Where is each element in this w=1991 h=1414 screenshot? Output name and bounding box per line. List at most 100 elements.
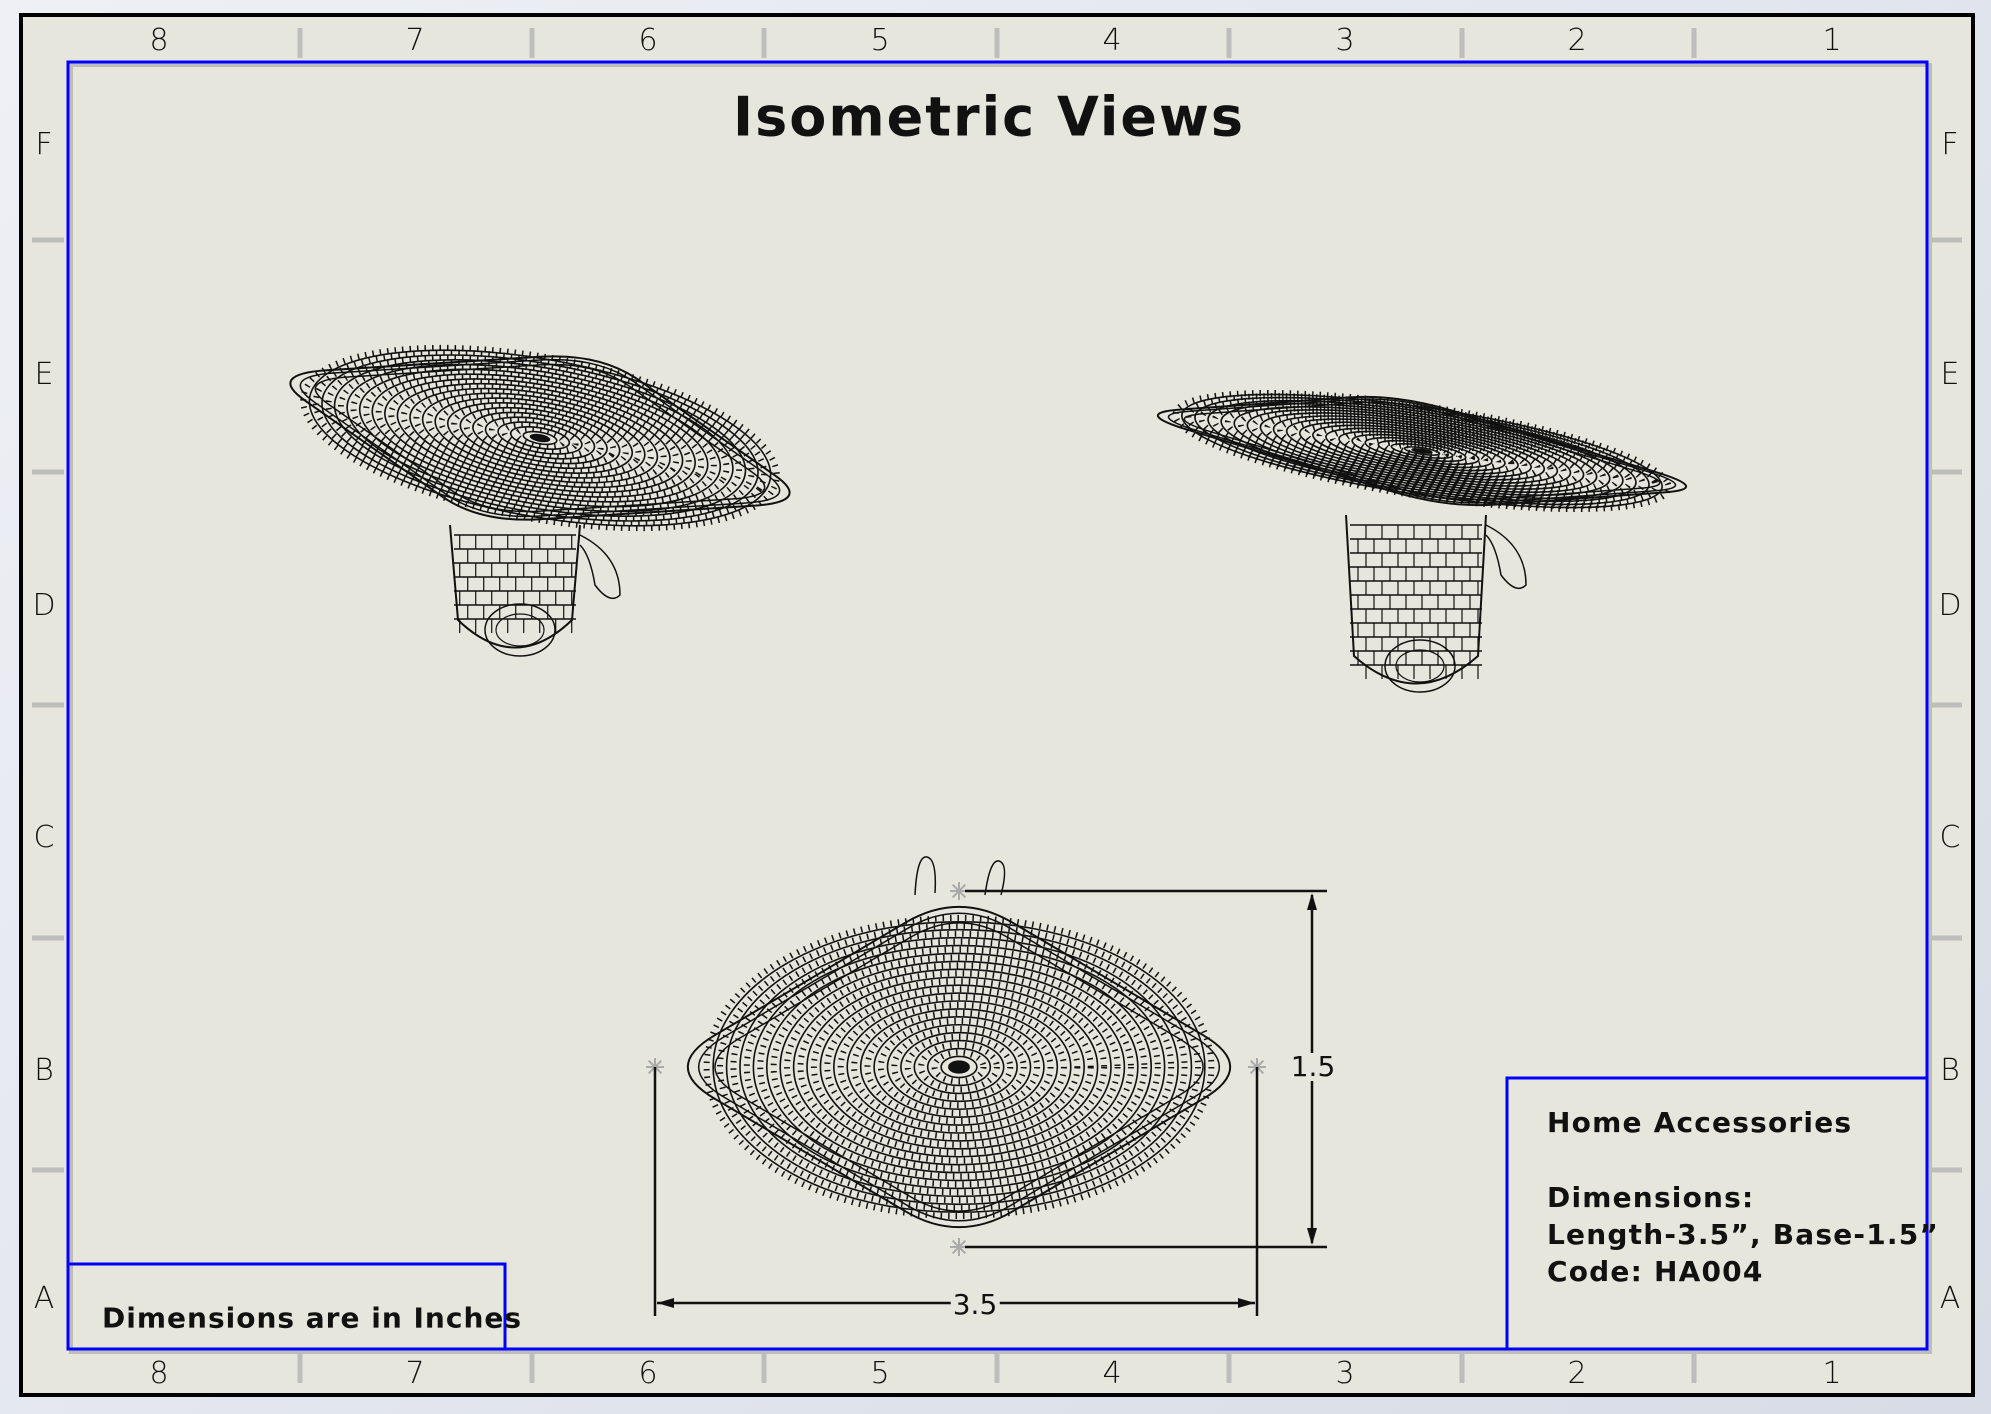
weave-ring [740, 938, 1178, 1197]
column-label: 5 [870, 1356, 890, 1391]
weave-ring [453, 399, 627, 477]
column-label: 6 [638, 23, 658, 58]
row-label: D [1938, 588, 1962, 623]
weave-ring [1396, 443, 1448, 459]
weave-ring [1190, 381, 1653, 521]
arrowhead [1307, 1228, 1317, 1245]
weave-ring [490, 416, 590, 461]
column-label: 2 [1567, 23, 1587, 58]
column-label: 3 [1335, 1356, 1355, 1391]
zone-ticks [32, 28, 1962, 1383]
weave-ring [1254, 400, 1589, 501]
weave-ring [385, 369, 695, 508]
weave-ring [363, 359, 717, 518]
note-box [66, 1262, 507, 1351]
weave-ring [901, 1033, 1017, 1102]
row-label: D [32, 588, 56, 623]
weave-ring [914, 1041, 1003, 1094]
weave-ring [1368, 435, 1476, 468]
handle-loop [984, 860, 1006, 896]
arrowhead [1238, 1298, 1255, 1308]
weave-ring [378, 365, 702, 510]
basket-rim [715, 923, 1203, 1211]
weave-ring [1332, 424, 1512, 478]
product-name: Home Accessories [1547, 1106, 1853, 1139]
row-label: C [1939, 820, 1961, 855]
weave-ring [438, 392, 642, 483]
product-code: Code: HA004 [1547, 1255, 1764, 1288]
inner-border [66, 60, 1929, 1351]
dimensions-label: Dimensions: [1547, 1181, 1755, 1214]
weave-ring [1212, 388, 1632, 515]
handle-loop [914, 856, 937, 896]
weave-ring [861, 1009, 1058, 1125]
weave-ring [505, 422, 575, 453]
dimensions-value: Length-3.5”, Base-1.5” [1547, 1218, 1940, 1251]
weave-ring [928, 1049, 991, 1086]
weave-ring [1375, 437, 1470, 466]
weave-ring [841, 997, 1078, 1137]
weave-ring [807, 977, 1111, 1157]
weave-ring [814, 981, 1104, 1152]
weave-ring [400, 375, 680, 500]
column-label: 2 [1567, 1356, 1587, 1391]
column-label: 1 [1822, 23, 1842, 58]
column-label: 7 [405, 23, 425, 58]
weave-ring [1354, 430, 1491, 471]
weave-ring [780, 961, 1138, 1172]
weave-ring [847, 1001, 1071, 1133]
weave-ring [1184, 379, 1661, 523]
center-hub [949, 1061, 970, 1073]
weave-ring [265, 315, 814, 561]
row-label: E [34, 357, 54, 392]
weave-ring [707, 918, 1212, 1216]
row-label: A [1939, 1281, 1961, 1316]
weave-ring [333, 345, 747, 530]
weave-ring [295, 328, 785, 547]
weave-ring [1247, 398, 1597, 503]
row-label: E [1940, 357, 1960, 392]
woven-stem [1345, 514, 1527, 693]
weave-ring [348, 352, 732, 524]
weave-ring [483, 412, 598, 463]
title-block: Home Accessories Dimensions: Length-3.5”… [1547, 1104, 1939, 1290]
top-view [646, 857, 1266, 1256]
column-label: 1 [1822, 1356, 1842, 1391]
weave-ring [760, 950, 1158, 1185]
weave-ring [820, 985, 1097, 1149]
weave-ring [1261, 403, 1582, 500]
column-label: 4 [1102, 23, 1122, 58]
basket-rim [267, 316, 812, 560]
column-label: 3 [1335, 23, 1355, 58]
weave-ring [834, 993, 1084, 1141]
weave-ring [1290, 411, 1555, 491]
length-dimension-value: 3.5 [950, 1288, 1000, 1321]
isometric-view-2 [1135, 365, 1708, 692]
weave-ring [720, 926, 1198, 1208]
weave-ring [800, 973, 1117, 1160]
weave-ring [520, 429, 560, 447]
page-title: Isometric Views [733, 85, 1245, 149]
weave-ring [1205, 385, 1640, 516]
weave-ring [874, 1017, 1044, 1117]
weave-ring [887, 1025, 1030, 1109]
weave-ring [393, 372, 687, 504]
weave-ring [1389, 441, 1455, 461]
base-dimension-value: 1.5 [1288, 1050, 1338, 1083]
column-label: 6 [638, 1356, 658, 1391]
weave-ring [280, 322, 799, 554]
weave-ring [303, 332, 777, 544]
arrowhead [657, 1298, 674, 1308]
arrowhead [1307, 893, 1317, 910]
column-label: 7 [405, 1356, 425, 1391]
weave-ring [1219, 390, 1625, 513]
weave-ring [273, 319, 807, 558]
weave-ring [1155, 371, 1689, 532]
row-label: B [1940, 1053, 1960, 1088]
weave-ring [310, 335, 770, 541]
row-label: B [34, 1053, 54, 1088]
weave-ring [921, 1045, 997, 1090]
weave-ring [423, 386, 657, 491]
row-label: F [1941, 127, 1959, 162]
